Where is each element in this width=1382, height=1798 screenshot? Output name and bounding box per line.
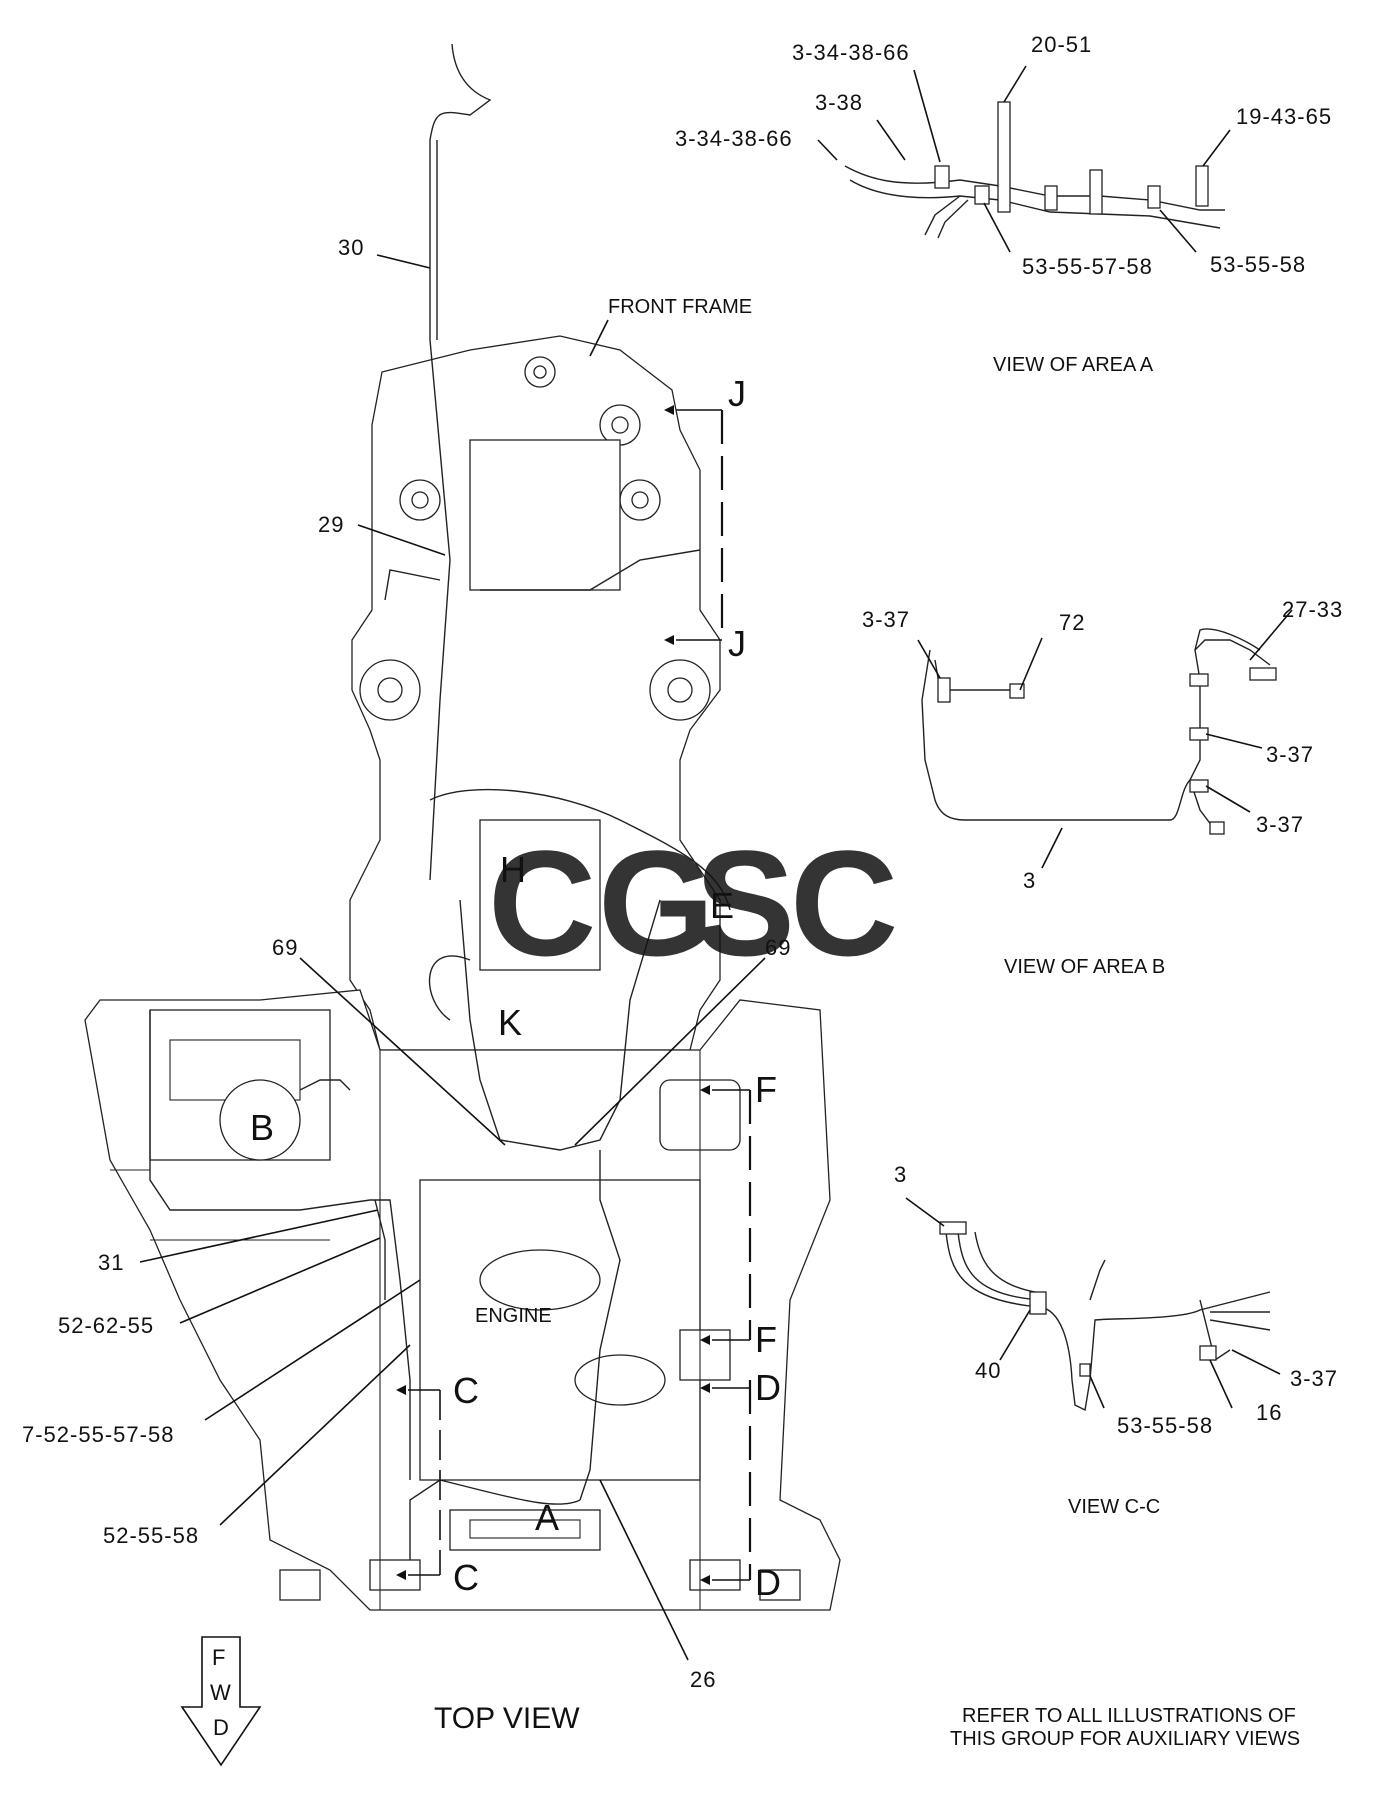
top-view-title: TOP VIEW: [434, 1702, 580, 1735]
watermark-letter-s: S: [695, 819, 795, 987]
machine-outline: [84, 335, 841, 1611]
note-line-2: THIS GROUP FOR AUXILIARY VIEWS: [950, 1728, 1300, 1750]
callout-a-3-38: 3-38: [815, 90, 863, 115]
callout-a-53-55-57-58: 53-55-57-58: [1022, 254, 1153, 279]
fwd-letter-d: D: [213, 1715, 230, 1740]
section-d-top: D: [755, 1367, 781, 1408]
note-line-1: REFER TO ALL ILLUSTRATIONS OF: [962, 1705, 1296, 1727]
area-a-letter: A: [535, 1497, 559, 1538]
callout-69-right: 69: [765, 935, 791, 960]
section-j-bottom: J: [728, 623, 746, 664]
callout-52-62-55: 52-62-55: [58, 1313, 154, 1338]
section-f-top: F: [755, 1069, 777, 1110]
area-k-letter: K: [498, 1002, 522, 1043]
area-b-letter: B: [250, 1107, 274, 1148]
section-f-bottom: F: [755, 1319, 777, 1360]
watermark-letter-c1: C: [488, 819, 596, 987]
callout-cc-16: 16: [1256, 1400, 1282, 1425]
callout-b-3-37-top: 3-37: [862, 607, 910, 632]
view-cc-drawing: [905, 1197, 1281, 1412]
watermark: C G S C: [488, 819, 898, 987]
callout-cc-53-55-58: 53-55-58: [1117, 1413, 1213, 1438]
callout-a-20-51: 20-51: [1031, 32, 1092, 57]
callout-31: 31: [98, 1250, 124, 1275]
callout-52-55-58: 52-55-58: [103, 1523, 199, 1548]
callout-a-19-43-65: 19-43-65: [1236, 104, 1332, 129]
section-j-top: J: [728, 373, 746, 414]
leader-lines: [139, 254, 766, 1661]
section-d-bottom: D: [755, 1562, 781, 1603]
area-h-letter: H: [500, 849, 526, 890]
area-a-drawing: [817, 65, 1231, 253]
callout-cc-3-37: 3-37: [1290, 1366, 1338, 1391]
callout-26: 26: [690, 1667, 716, 1692]
section-c-bottom: C: [453, 1557, 479, 1598]
callout-a-3-34-38-66-left: 3-34-38-66: [675, 126, 793, 151]
callout-a-3-34-38-66-top: 3-34-38-66: [792, 40, 910, 65]
callout-a-53-55-58: 53-55-58: [1210, 252, 1306, 277]
callout-cc-3: 3: [894, 1162, 907, 1187]
section-c-top: C: [453, 1370, 479, 1411]
callout-b-3: 3: [1023, 868, 1036, 893]
callout-69-left: 69: [272, 935, 298, 960]
area-a-title: VIEW OF AREA A: [993, 354, 1154, 376]
callout-b-3-37-mid: 3-37: [1266, 742, 1314, 767]
area-e-letter: E: [710, 885, 734, 926]
fwd-letter-f: F: [212, 1645, 226, 1670]
engine-label: ENGINE: [475, 1305, 552, 1327]
main-harness: [149, 43, 731, 1560]
area-b-drawing: [917, 609, 1293, 869]
callout-cc-40: 40: [975, 1358, 1001, 1383]
callout-7-52-55-57-58: 7-52-55-57-58: [22, 1422, 174, 1447]
fwd-letter-w: W: [210, 1680, 232, 1705]
callout-b-3-37-low: 3-37: [1256, 812, 1304, 837]
watermark-letter-c2: C: [790, 819, 898, 987]
watermark-letter-g: G: [598, 819, 715, 987]
callout-b-27-33: 27-33: [1282, 597, 1343, 622]
front-frame-label: FRONT FRAME: [608, 296, 752, 318]
callout-b-72: 72: [1059, 610, 1085, 635]
view-cc-title: VIEW C-C: [1068, 1496, 1160, 1518]
section-lines: [396, 405, 752, 1585]
forward-arrow-icon: [180, 1636, 262, 1767]
callout-30: 30: [338, 235, 364, 260]
area-b-title: VIEW OF AREA B: [1004, 956, 1165, 978]
callout-29: 29: [318, 512, 344, 537]
